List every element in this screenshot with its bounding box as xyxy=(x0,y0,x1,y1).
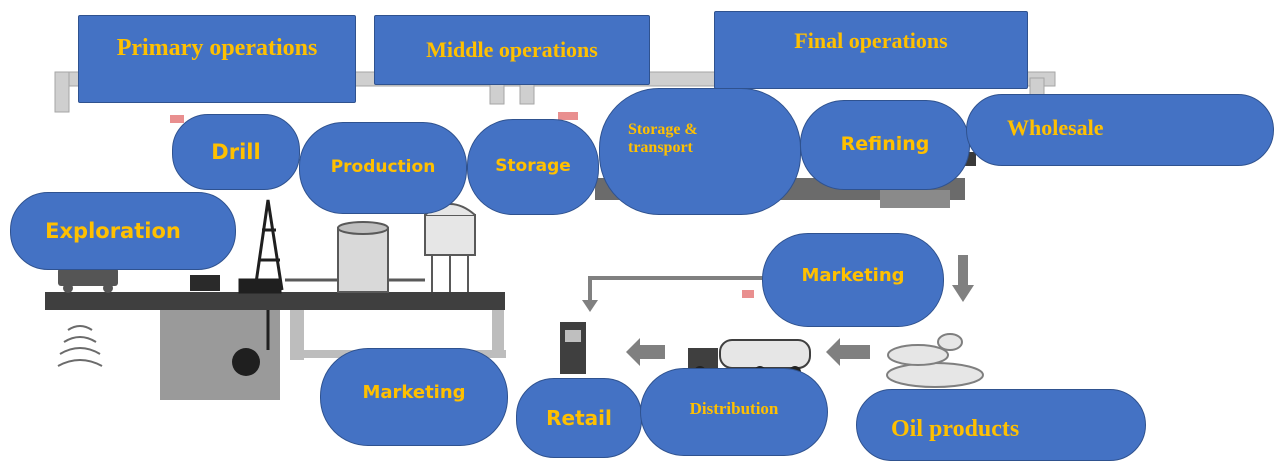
retail-step: Retail xyxy=(516,378,642,458)
production-step: Production xyxy=(299,122,467,214)
storage-tank xyxy=(337,221,389,293)
distribution-step: Distribution xyxy=(640,368,828,456)
primary-operations-header: Primary operations xyxy=(78,15,356,103)
seismic-waves xyxy=(57,325,103,367)
middle-operations-header: Middle operations xyxy=(374,15,650,85)
marketing-lower-step: Marketing xyxy=(320,348,508,446)
storage-transport-step: Storage & transport xyxy=(599,88,801,215)
fuel-pump xyxy=(560,322,586,374)
drilling-rig xyxy=(238,199,284,350)
drill-step: Drill xyxy=(172,114,300,190)
exploration-step: Exploration xyxy=(10,192,236,270)
storage-step: Storage xyxy=(467,119,599,215)
survey-truck xyxy=(58,268,118,293)
final-operations-header: Final operations xyxy=(714,11,1028,89)
flow-arrows xyxy=(582,255,974,366)
oil-drums xyxy=(886,333,984,388)
oil-products-step: Oil products xyxy=(856,389,1146,461)
refining-step: Refining xyxy=(800,100,970,190)
marketing-upper-step: Marketing xyxy=(762,233,944,327)
wholesale-step: Wholesale xyxy=(966,94,1274,166)
pumpjack xyxy=(190,275,260,376)
silo-tower xyxy=(424,203,476,292)
